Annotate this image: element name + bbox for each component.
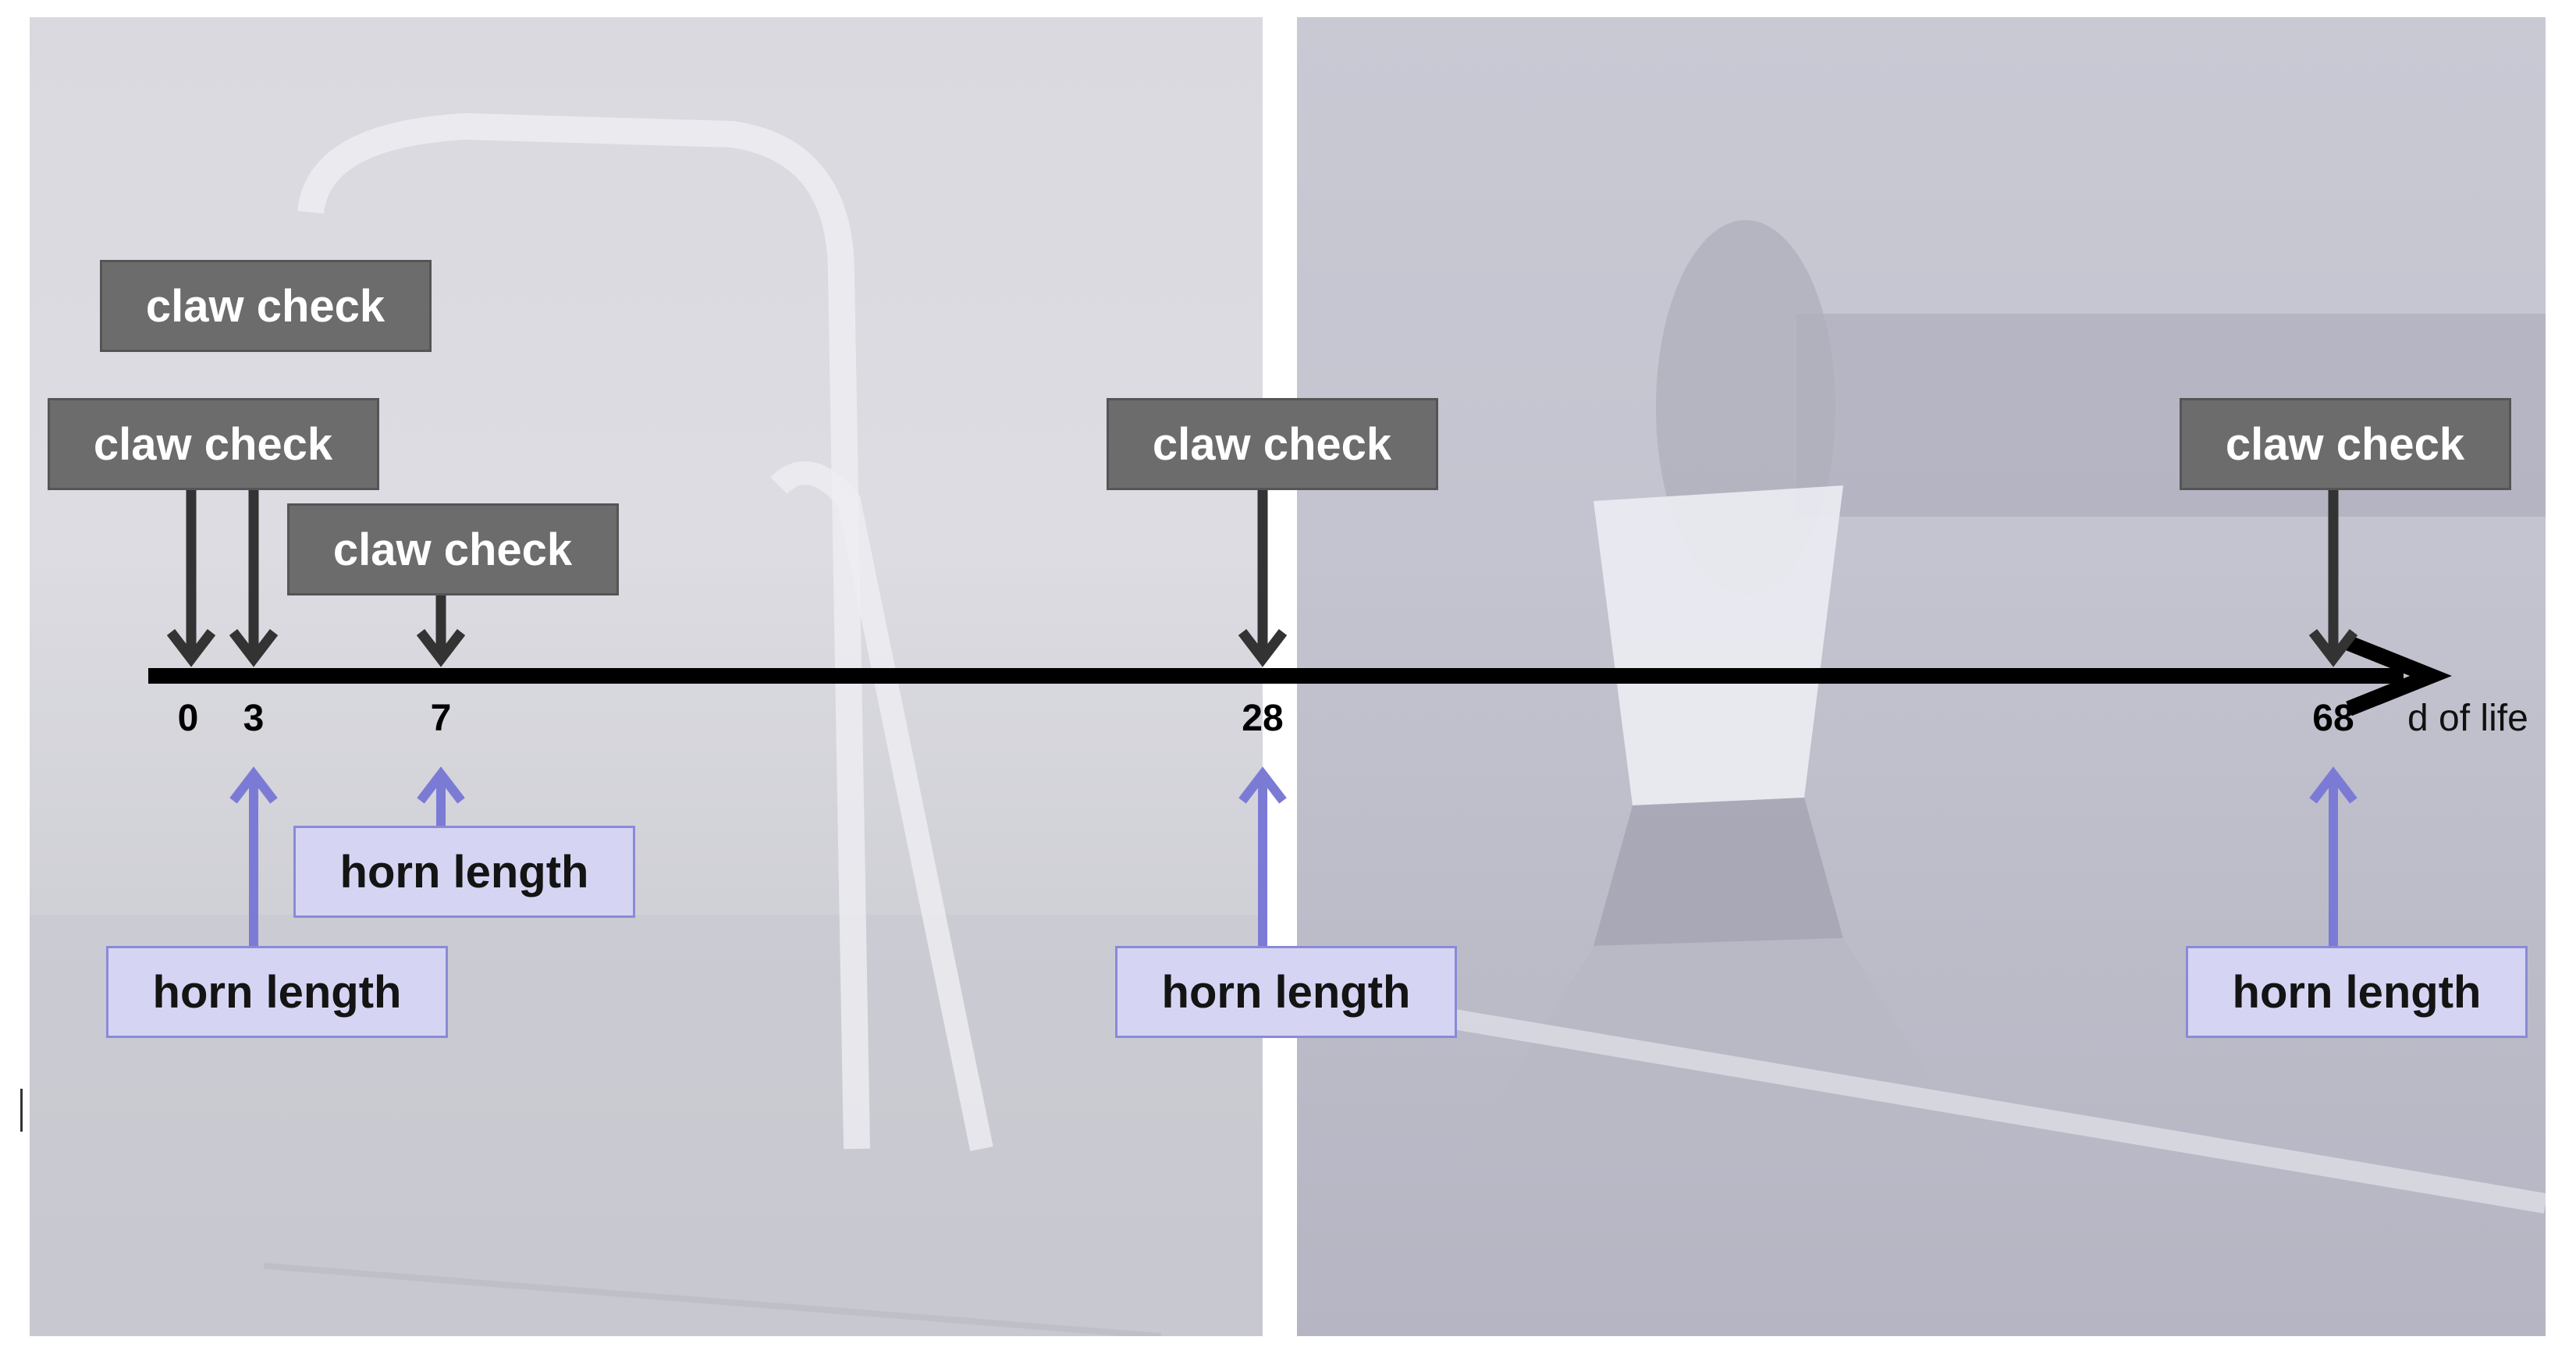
claw-check-arrowhead [1238,629,1288,667]
claw-check-arrowhead [166,629,216,667]
horn-length-arrowhead [1238,766,1287,804]
claw-check-arrowhead [416,629,466,667]
axis-unit-label: d of life [2407,698,2528,739]
claw-check-box: claw check [47,398,379,490]
horn-length-box: horn length [293,826,635,918]
axis-tick-label: 3 [243,698,265,739]
claw-check-box: claw check [2179,398,2511,490]
horn-length-box: horn length [1115,946,1457,1038]
horn-length-arrowhead [2309,766,2357,804]
claw-check-box: claw check [286,503,619,595]
horn-length-arrowhead [417,766,465,804]
axis-tick-label: 28 [1242,698,1284,739]
photo-right-shapes [1297,220,2546,1214]
text-cursor [20,1089,23,1132]
horn-length-box: horn length [2186,946,2528,1038]
axis-tick-label: 0 [177,698,199,739]
time-axis-arrowhead [2346,635,2452,716]
claw-check-arrowhead [2308,629,2358,667]
claw-check-arrowhead [229,629,279,667]
horn-length-arrowhead [229,766,278,804]
axis-tick-label: 68 [2312,698,2354,739]
axis-tick-label: 7 [430,698,452,739]
horn-length-box: horn length [106,946,448,1038]
claw-check-box: claw check [1106,398,1438,490]
claw-check-box: claw check [99,260,432,352]
